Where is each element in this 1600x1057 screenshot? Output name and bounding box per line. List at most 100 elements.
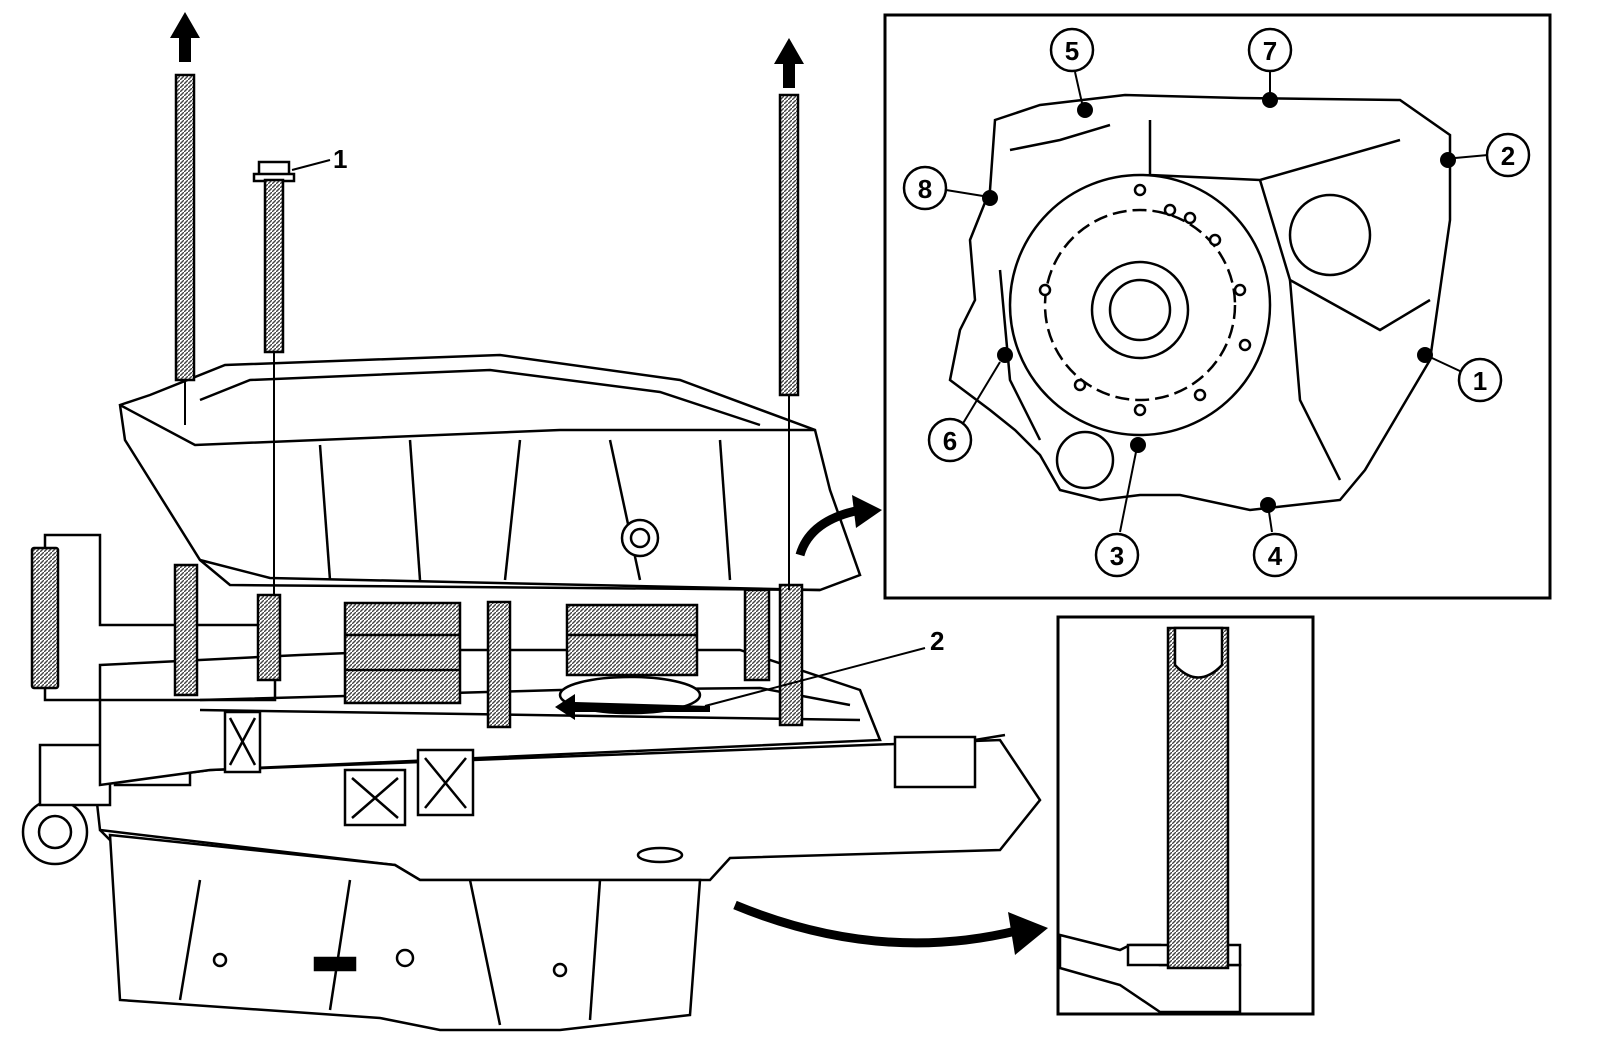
callout-leader-3 [1119,451,1137,533]
case-face-bore-inner [1043,208,1237,402]
upper-case-inner-rim [199,368,761,427]
small-hole [1208,233,1222,247]
panel-2-x [351,777,399,819]
bolt-hole-7 [1262,92,1278,108]
lift-arrow-left [170,12,200,62]
lower-case-rib-4 [178,879,202,1001]
right-block [893,735,977,789]
upper-case-flange [119,403,815,447]
case-face-bore [1008,173,1272,437]
bolt-hole-4 [1260,497,1276,513]
upper-case-rib-5 [718,439,732,581]
stud-detail-drawing [1058,626,1242,1014]
callout-text-6: 6 [943,426,957,456]
lower-bolt-b [212,952,228,968]
leader-tool [704,647,926,707]
upper-case-rib-2 [408,439,422,581]
guide-stud-left [174,73,196,382]
upper-case-port-inner [629,527,651,549]
small-hole [1183,211,1197,225]
spacer-left [343,601,462,705]
callout-text-3: 3 [1110,541,1124,571]
small-hole [1238,338,1252,352]
callout-leader-2 [1454,154,1489,159]
upper-case-rib-4 [608,439,642,581]
label-bolt: 1 [333,144,347,174]
callout-leader-8 [945,189,984,197]
stud-body [1166,626,1230,970]
upper-case-rib-3 [503,439,522,581]
case-face-web-2 [1258,179,1431,332]
leader-bolt [291,159,331,171]
bolt-callouts [902,27,1531,578]
lower-case-rib-3 [588,879,602,1021]
middle-case-inner-flange [199,708,861,722]
case-face-small-holes [1038,183,1252,417]
case-bolt [252,159,331,595]
callout-text-8: 8 [918,174,932,204]
small-hole [1193,388,1207,402]
case-face-web-1 [1148,120,1401,182]
callout-4 [1252,532,1298,578]
case-face-hub-inner [1108,278,1172,342]
small-hole [1133,403,1147,417]
callout-text-4: 4 [1268,541,1283,571]
small-hole [1163,203,1177,217]
bolt-hole-2 [1440,152,1456,168]
callout-3 [1094,532,1140,578]
bolt-hole-8 [982,190,998,206]
upper-case-rib-1 [318,444,332,581]
small-hole [1133,183,1147,197]
callout-5 [1049,27,1095,73]
callout-7 [1247,27,1293,73]
post-1 [173,563,199,697]
base-plate-hole [636,846,684,864]
case-face-drawing [948,93,1452,512]
lower-sensor [313,956,357,972]
callout-text-2: 2 [1501,141,1515,171]
callout-text-5: 5 [1065,36,1079,66]
callout-text-7: 7 [1263,36,1277,66]
arrow-to-detail-top-head [852,495,882,528]
lower-bolt-c [552,962,568,978]
rotation-arrow [555,694,710,720]
callout-2 [1485,132,1531,178]
case-bolt-shank [263,178,285,354]
lower-case [108,833,702,1032]
arrow-to-detail-bottom [733,900,1022,948]
lift-arrow-right [774,38,804,88]
callout-8 [902,165,948,211]
removed-sleeve [30,546,60,690]
guide-stud-right [778,93,800,397]
callout-6 [927,417,973,463]
stud-slot [1173,626,1224,679]
case-face-web-3 [1288,279,1342,481]
post-5 [778,583,804,727]
label-tool: 2 [930,626,944,656]
base-plate [93,738,1042,882]
callout-leader-4 [1268,511,1273,533]
arrow-to-detail-bottom-head [1008,912,1048,955]
post-3 [486,600,512,729]
small-hole [1038,283,1052,297]
bolt-hole-5 [1077,102,1093,118]
callout-1 [1457,357,1503,403]
post-2 [256,593,282,682]
lower-bolt-a [395,948,415,968]
lower-case-rib-2 [468,879,502,1026]
case-face-lower-port [1055,430,1115,490]
case-face-web-5 [998,269,1042,441]
post-4 [743,588,771,682]
small-hole [1073,378,1087,392]
bolt-hole-1 [1417,347,1433,363]
upper-case [118,353,862,592]
callout-leader-6 [961,361,1001,426]
callout-text-1: 1 [1473,366,1487,396]
arrow-to-detail-top [795,505,861,557]
panel-3-x [424,757,467,809]
right-block-line [974,733,1006,742]
bolt-hole-3 [1130,437,1146,453]
service-panels [223,710,475,827]
